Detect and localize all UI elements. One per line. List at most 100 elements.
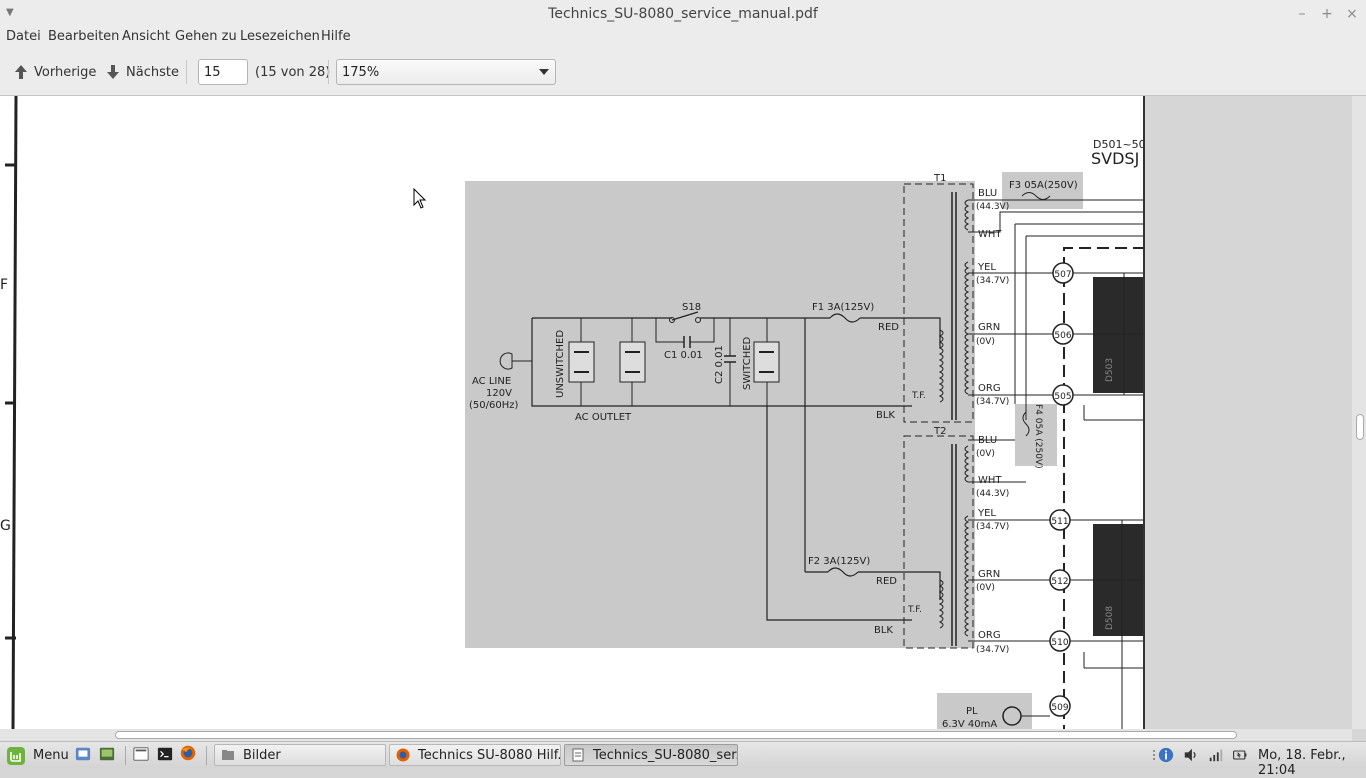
t1-tap-blu: BLU — [978, 188, 997, 199]
c1-label: C1 0.01 — [664, 350, 703, 361]
close-icon[interactable]: × — [1346, 6, 1358, 22]
svg-text:F: F — [0, 277, 8, 293]
node-507: 507 — [1052, 262, 1074, 284]
firefox-icon[interactable] — [180, 745, 196, 761]
svg-text:507: 507 — [1054, 270, 1071, 280]
taskbar-window-document-viewer[interactable]: Technics_SU-8080_ser... — [564, 744, 738, 766]
show-desktop-icon[interactable] — [99, 746, 115, 762]
network-signal-icon[interactable] — [1208, 747, 1224, 763]
pdf-page: F G D501~50 SVDSJ T1 T2 — [0, 96, 1145, 729]
t1-tap-yel: YEL — [977, 262, 996, 273]
taskbar-window-bilder[interactable]: Bilder — [214, 744, 386, 766]
red-label-1: RED — [878, 322, 899, 333]
next-label: Nächste — [126, 64, 179, 80]
terminal-window-icon[interactable] — [133, 746, 149, 762]
t2-tap-blu-volt: (0V) — [976, 449, 995, 459]
zoom-value: 175% — [342, 65, 380, 80]
start-menu-button[interactable]: Menu — [6, 742, 69, 769]
menu-gehen-zu[interactable]: Gehen zu — [175, 29, 237, 44]
vertical-scrollbar[interactable] — [1352, 96, 1366, 729]
t2-tap-org: ORG — [978, 630, 1001, 641]
menu-ansicht[interactable]: Ansicht — [122, 29, 171, 44]
svg-text:510: 510 — [1051, 638, 1068, 648]
t2-tap-wht-volt: (44.3V) — [976, 489, 1009, 499]
taskbar-window-label: Technics_SU-8080_ser... — [593, 747, 738, 763]
pl-rating: 6.3V 40mA — [942, 719, 997, 729]
clock[interactable]: Mo, 18. Febr., 21:04 — [1258, 748, 1346, 778]
page-number-input[interactable] — [198, 59, 248, 85]
s18-label: S18 — [682, 302, 701, 313]
horizontal-scrollbar[interactable] — [0, 729, 1352, 741]
schematic-drawing: F G D501~50 SVDSJ T1 T2 — [0, 96, 1145, 729]
f1-label: F1 3A(125V) — [812, 302, 874, 313]
terminal-icon[interactable] — [157, 746, 173, 762]
t2-label: T2 — [933, 426, 946, 437]
next-page-button[interactable]: Nächste — [106, 62, 179, 82]
node-510: 510 — [1049, 630, 1071, 652]
window-title: Technics_SU-8080_service_manual.pdf — [548, 6, 818, 22]
schematic-header-2: SVDSJ — [1091, 149, 1139, 168]
taskbar-window-label: Technics SU-8080 Hilf... — [418, 747, 561, 763]
toolbar: Vorherige Nächste (15 von 28) 175% — [0, 48, 1366, 96]
tf-label-1: T.F. — [911, 391, 926, 401]
previous-page-button[interactable]: Vorherige — [14, 62, 96, 82]
f4-label: F4 05A (250V) — [1033, 404, 1043, 469]
pl-label: PL — [966, 706, 978, 717]
tray-handle-icon[interactable] — [1148, 747, 1164, 763]
schematic-header-1: D501~50 — [1093, 138, 1145, 151]
node-509: 509 — [1049, 695, 1071, 717]
maximize-icon[interactable]: + — [1321, 6, 1333, 22]
t2-tap-grn: GRN — [978, 569, 1000, 580]
diode-d508: D508 — [1105, 606, 1115, 630]
chevron-down-icon — [539, 69, 549, 75]
taskbar: Menu Bilder Technics SU-8080 Hilf... Tec… — [0, 741, 1366, 778]
folder-icon — [222, 750, 234, 760]
taskbar-window-label: Bilder — [243, 747, 281, 763]
volume-icon[interactable] — [1183, 747, 1199, 763]
title-bar: ▼ Technics_SU-8080_service_manual.pdf – … — [0, 0, 1366, 28]
minimize-icon[interactable]: – — [1298, 6, 1306, 22]
f3-label: F3 05A(250V) — [1009, 180, 1078, 191]
svg-text:505: 505 — [1054, 392, 1071, 402]
switched-label: SWITCHED — [742, 336, 753, 390]
taskbar-window-firefox[interactable]: Technics SU-8080 Hilf... — [389, 744, 561, 766]
menu-hilfe[interactable]: Hilfe — [321, 29, 351, 44]
menu-bar: Datei Bearbeiten Ansicht Gehen zu Leseze… — [0, 28, 1366, 48]
menu-datei[interactable]: Datei — [6, 29, 41, 44]
file-manager-icon[interactable] — [75, 746, 91, 762]
ac-line-voltage: 120V — [486, 388, 512, 399]
battery-icon[interactable] — [1232, 747, 1248, 763]
t1-tap-yel-volt: (34.7V) — [976, 276, 1009, 286]
zoom-select[interactable]: 175% — [336, 59, 556, 85]
t2-tap-yel-volt: (34.7V) — [976, 522, 1009, 532]
blk-label-1: BLK — [876, 410, 895, 421]
toolbar-separator — [328, 60, 329, 84]
t2-tap-yel: YEL — [977, 508, 996, 519]
arrow-up-icon — [15, 65, 27, 79]
node-511: 511 — [1049, 509, 1071, 531]
t1-tap-wht: WHT — [978, 229, 1002, 240]
t1-tap-org-volt: (34.7V) — [976, 397, 1009, 407]
svg-text:G: G — [0, 518, 11, 534]
t1-tap-grn: GRN — [978, 322, 1000, 333]
document-view[interactable]: F G D501~50 SVDSJ T1 T2 — [0, 96, 1366, 729]
c2-label: C2 0.01 — [714, 345, 725, 384]
start-menu-label: Menu — [33, 748, 69, 763]
vertical-scroll-thumb[interactable] — [1356, 414, 1364, 440]
ac-outlet-label: AC OUTLET — [575, 412, 632, 423]
firefox-icon — [396, 748, 410, 762]
horizontal-scroll-thumb[interactable] — [115, 731, 1237, 739]
tf-label-2: T.F. — [907, 605, 922, 615]
mint-logo-icon — [7, 746, 25, 765]
svg-text:509: 509 — [1051, 703, 1068, 713]
menu-bearbeiten[interactable]: Bearbeiten — [48, 29, 120, 44]
menu-lesezeichen[interactable]: Lesezeichen — [240, 29, 320, 44]
window-menu-icon[interactable]: ▼ — [6, 7, 14, 18]
node-512: 512 — [1049, 569, 1071, 591]
update-manager-icon[interactable] — [1158, 747, 1174, 763]
document-icon — [572, 748, 584, 762]
page-count: (15 von 28) — [255, 65, 331, 80]
toolbar-separator — [186, 60, 187, 84]
t2-tap-org-volt: (34.7V) — [976, 645, 1009, 655]
